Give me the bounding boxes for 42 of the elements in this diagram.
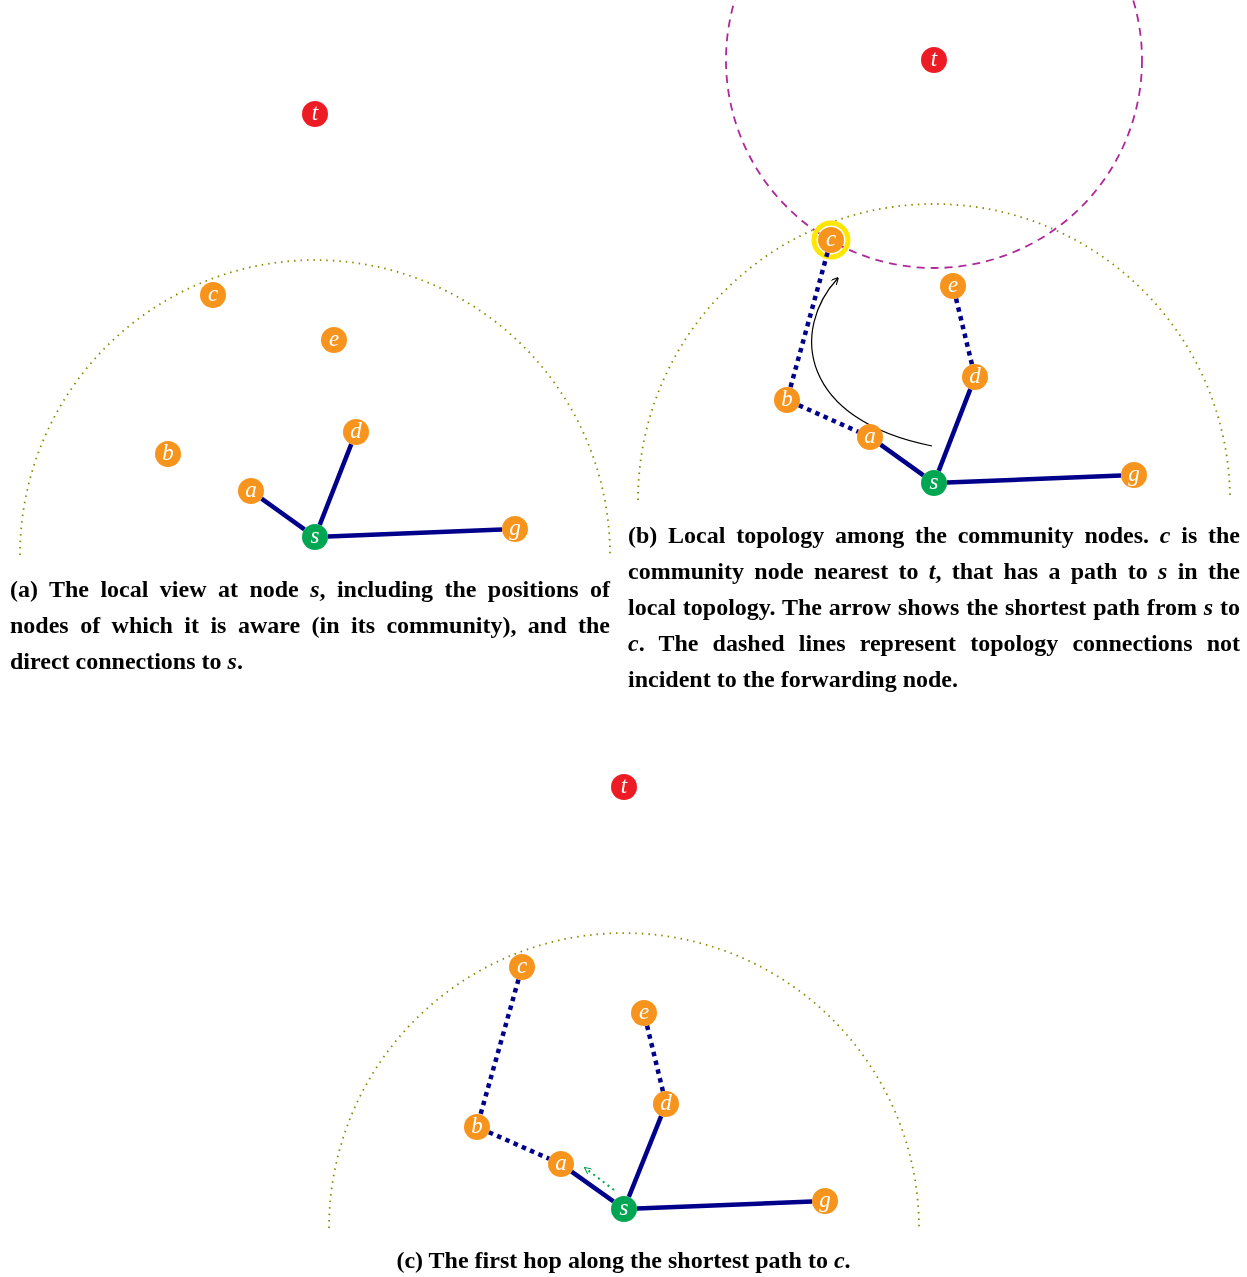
graph-node: e	[321, 327, 347, 353]
link-line	[570, 1169, 615, 1204]
graph-node: b	[155, 441, 181, 467]
link-line	[260, 496, 306, 532]
dashed-link	[797, 403, 860, 434]
dashed-link	[478, 978, 521, 1116]
arrow	[811, 276, 933, 447]
link-line	[317, 443, 354, 526]
graph-node: a	[238, 478, 264, 504]
graph-node: g	[502, 516, 528, 542]
link-line	[636, 1199, 813, 1211]
graph-node: g	[812, 1188, 838, 1214]
graph-node: b	[774, 387, 800, 413]
graph-node: t	[921, 47, 947, 73]
graph-node: b	[464, 1114, 490, 1140]
dashed-link	[788, 251, 830, 389]
caption-text: (b) Local topology among the community nodes. c is the community node nearest to t, that has a path to s in the local topology. The arrow shows the shortest path from s to c. The dashed lines represent topology connections not incident to the forwarding node.	[628, 521, 1240, 694]
graph-node: t	[611, 774, 637, 800]
dashed-link	[644, 1025, 666, 1092]
graph-node: c	[200, 282, 226, 308]
graph-node: g	[1121, 462, 1147, 488]
graph-node: e	[940, 273, 966, 299]
graph-node: t	[302, 101, 328, 127]
graph-node: a	[857, 424, 883, 450]
graph-node: d	[343, 419, 369, 445]
link-line	[879, 442, 925, 478]
graph-node: s	[611, 1196, 637, 1222]
graph-node: s	[302, 524, 328, 550]
graph-node: c	[509, 954, 535, 980]
graph-node: d	[962, 364, 988, 390]
dashed-link	[488, 1130, 550, 1161]
arrow	[583, 1167, 615, 1191]
dashed-link	[953, 298, 975, 365]
graph-node: e	[631, 1000, 657, 1026]
link-line	[946, 473, 1122, 485]
link-line	[327, 527, 503, 539]
link-line	[936, 388, 973, 472]
graph-node: s	[921, 470, 947, 496]
link-line	[626, 1115, 664, 1198]
caption-text: (c) The first hop along the shortest path to c.	[395, 1246, 852, 1275]
graph-node: a	[548, 1151, 574, 1177]
graph-node: d	[653, 1091, 679, 1117]
